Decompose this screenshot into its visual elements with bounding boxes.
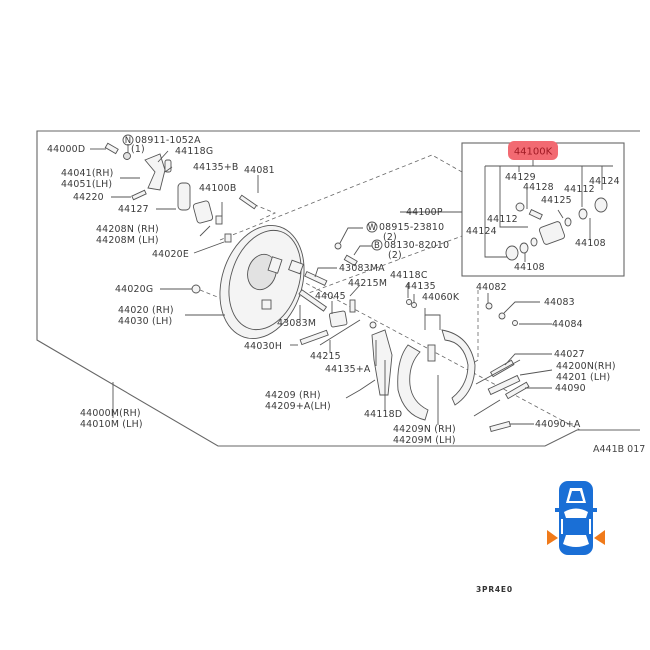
label-44090[interactable]: 44090 bbox=[555, 383, 586, 394]
inset-label-44124-right: 44124 bbox=[589, 176, 620, 187]
piston-left bbox=[519, 242, 529, 254]
label-08130-82010[interactable]: 08130-82010 bbox=[384, 240, 449, 251]
label-08915-23810[interactable]: 08915-23810 bbox=[379, 222, 444, 233]
label-44208N-RH[interactable]: 44208N (RH) bbox=[96, 224, 159, 235]
label-44118D[interactable]: 44118D bbox=[364, 409, 402, 420]
label-44135[interactable]: 44135 bbox=[405, 281, 436, 292]
label-44090-A[interactable]: 44090+A bbox=[535, 419, 581, 430]
label-44209A-LH[interactable]: 44209+A(LH) bbox=[265, 401, 331, 412]
leader-lines bbox=[90, 144, 553, 425]
label-44045[interactable]: 44045 bbox=[315, 291, 346, 302]
adjuster-and-springs bbox=[298, 242, 417, 346]
label-44084[interactable]: 44084 bbox=[552, 319, 583, 330]
label-44100P[interactable]: 44100P bbox=[406, 207, 443, 218]
label-44030H[interactable]: 44030H bbox=[244, 341, 282, 352]
piston-cup-b bbox=[530, 237, 538, 247]
label-44118C[interactable]: 44118C bbox=[390, 270, 428, 281]
label-44209N-RH[interactable]: 44209N (RH) bbox=[393, 424, 456, 435]
inset-label-44128: 44128 bbox=[523, 182, 554, 193]
highlighted-part-badge[interactable] bbox=[508, 141, 558, 160]
upper-left-parts bbox=[104, 142, 258, 294]
car-windshield-inner bbox=[569, 491, 583, 501]
label-44010M-LH[interactable]: 44010M (LH) bbox=[80, 419, 143, 430]
diagram-reference-code: A441B 017 bbox=[593, 444, 645, 455]
mirror-right bbox=[592, 508, 597, 512]
label-44082[interactable]: 44082 bbox=[476, 282, 507, 293]
label-43083MA[interactable]: 43083MA bbox=[339, 263, 385, 274]
label-08130-qty: (2) bbox=[388, 250, 402, 261]
inset-label-44108-right: 44108 bbox=[575, 238, 606, 249]
highlighted-part-number[interactable]: 44100K bbox=[514, 147, 553, 158]
boot-right bbox=[594, 197, 608, 213]
label-44135-A[interactable]: 44135+A bbox=[325, 364, 371, 375]
label-44020E[interactable]: 44020E bbox=[152, 249, 189, 260]
label-44135-B[interactable]: 44135+B bbox=[193, 162, 239, 173]
inset-label-44125: 44125 bbox=[541, 195, 572, 206]
car-front-window bbox=[564, 508, 588, 518]
label-44083[interactable]: 44083 bbox=[544, 297, 575, 308]
label-44020-RH[interactable]: 44020 (RH) bbox=[118, 305, 174, 316]
label-44060K[interactable]: 44060K bbox=[422, 292, 460, 303]
position-marker-right-icon bbox=[594, 530, 605, 545]
car-side-right bbox=[589, 519, 591, 534]
label-44000M-RH[interactable]: 44000M(RH) bbox=[80, 408, 141, 419]
label-44209M-LH[interactable]: 44209M (LH) bbox=[393, 435, 456, 446]
mirror-left bbox=[555, 508, 560, 512]
symbol-b: B bbox=[374, 241, 380, 251]
label-44041-RH[interactable]: 44041(RH) bbox=[61, 168, 114, 179]
symbol-n: N bbox=[125, 136, 132, 146]
label-44100B[interactable]: 44100B bbox=[199, 183, 236, 194]
position-marker-left-icon bbox=[547, 530, 558, 545]
label-44000D[interactable]: 44000D bbox=[47, 144, 85, 155]
label-44200N-RH[interactable]: 44200N(RH) bbox=[556, 361, 616, 372]
label-44118G[interactable]: 44118G bbox=[175, 146, 213, 157]
label-44027[interactable]: 44027 bbox=[554, 349, 585, 360]
car-position-icon bbox=[547, 481, 605, 555]
car-side-left bbox=[561, 519, 563, 534]
inset-label-44112-right: 44112 bbox=[564, 184, 595, 195]
footer-code: 3PR4E0 bbox=[476, 585, 513, 594]
label-44215[interactable]: 44215 bbox=[310, 351, 341, 362]
return-springs bbox=[473, 302, 530, 433]
piston-right bbox=[578, 208, 588, 220]
boot-left bbox=[505, 245, 519, 261]
inset-label-44112-left: 44112 bbox=[487, 214, 518, 225]
label-44081[interactable]: 44081 bbox=[244, 165, 275, 176]
inset-label-44124-left: 44124 bbox=[466, 226, 497, 237]
inset-label-44129: 44129 bbox=[505, 172, 536, 183]
label-44020G[interactable]: 44020G bbox=[115, 284, 153, 295]
bleeder-cap bbox=[515, 202, 525, 212]
cylinder-body bbox=[538, 221, 566, 245]
car-rear-window bbox=[563, 535, 589, 547]
label-44215M[interactable]: 44215M bbox=[348, 278, 387, 289]
label-44209-RH[interactable]: 44209 (RH) bbox=[265, 390, 321, 401]
label-44220[interactable]: 44220 bbox=[73, 192, 104, 203]
label-08915-qty: (2) bbox=[383, 232, 397, 243]
inset-label-44108-left: 44108 bbox=[514, 262, 545, 273]
label-44127[interactable]: 44127 bbox=[118, 204, 149, 215]
bleeder-screw bbox=[528, 209, 543, 220]
brake-shoes bbox=[371, 329, 476, 421]
label-08911-qty: (1) bbox=[131, 144, 145, 155]
assembly-frame bbox=[36, 130, 640, 447]
label-44201-LH[interactable]: 44201 (LH) bbox=[556, 372, 610, 383]
label-44051-LH[interactable]: 44051(LH) bbox=[61, 179, 112, 190]
label-08911-1052A[interactable]: 08911-1052A bbox=[135, 135, 201, 146]
fastener-symbols: N W B bbox=[122, 134, 383, 251]
wheel-cylinder-inset: 44129 44128 44112 44124 44125 44112 4412… bbox=[461, 141, 625, 277]
label-44030-LH[interactable]: 44030 (LH) bbox=[118, 316, 172, 327]
backing-plate bbox=[219, 225, 305, 339]
symbol-w: W bbox=[368, 223, 377, 233]
label-43083M[interactable]: 43083M bbox=[277, 318, 316, 329]
part-labels: 44000D 08911-1052A (1) 44118G 44135+B 44… bbox=[47, 135, 616, 446]
label-44208M-LH[interactable]: 44208M (LH) bbox=[96, 235, 159, 246]
piston-cup-a bbox=[564, 217, 572, 227]
